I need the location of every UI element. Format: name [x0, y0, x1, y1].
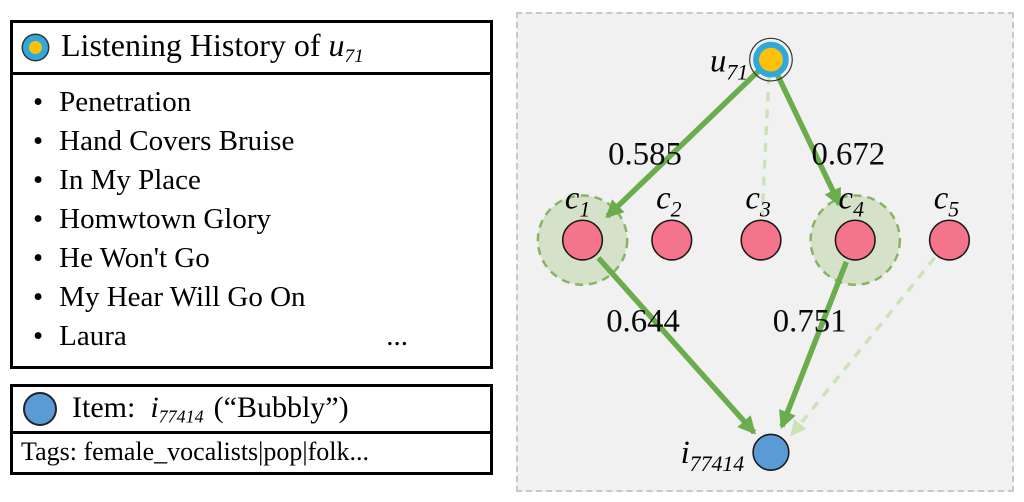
- item-symbol: i: [150, 390, 159, 424]
- edge-c1-i77414: [596, 256, 757, 435]
- item-info-box: Item: i77414 (“Bubbly”) Tags: female_voca…: [10, 383, 493, 476]
- item-node-label: i77414: [681, 435, 745, 476]
- song-title: Hand Covers Bruise: [59, 124, 295, 157]
- edge-weight-u71-c4: 0.672: [811, 137, 885, 173]
- song-title: In My Place: [59, 163, 201, 196]
- list-item: In My Place: [25, 161, 478, 200]
- concept-graph: 0.585 0.672 0.644 0.751 u71 c1 c2 c3 c4 …: [536, 37, 971, 476]
- item-header: Item: i77414 (“Bubbly”): [13, 387, 490, 435]
- edge-c4-i77414: [779, 260, 849, 430]
- list-ellipsis: ...: [386, 319, 408, 352]
- list-item: Homwtown Glory: [25, 200, 478, 239]
- concept-node-c4: [834, 219, 876, 261]
- user-node-outline: [749, 37, 793, 82]
- concept-graph-panel: 0.585 0.672 0.644 0.751 u71 c1 c2 c3 c4 …: [516, 12, 1014, 492]
- edge-weight-c1-i77414: 0.644: [606, 303, 680, 339]
- concept-label-c1: c1: [565, 180, 590, 221]
- listening-history-title: Listening History of u71: [61, 27, 364, 68]
- item-subscript: 77414: [158, 406, 204, 427]
- concept-node-c3: [740, 219, 782, 261]
- listening-history-header: Listening History of u71: [13, 23, 490, 75]
- edge-weight-c4-i77414: 0.751: [773, 303, 847, 339]
- edge-u71-c3: [760, 75, 771, 217]
- concept-label-c4: c4: [839, 180, 865, 221]
- item-label: Item: i77414 (“Bubbly”): [72, 391, 349, 427]
- user-symbol: u: [328, 27, 345, 63]
- concept-node-c1: [561, 219, 604, 261]
- concept-node-c5: [928, 219, 971, 261]
- item-node-i77414: [752, 433, 790, 471]
- listening-history-list: Penetration Hand Covers Bruise In My Pla…: [13, 75, 490, 366]
- tags-value: female_vocalists|pop|folk...: [83, 437, 369, 467]
- song-title: Homwtown Glory: [59, 202, 272, 235]
- concept-node-c2: [651, 219, 693, 261]
- list-item: Penetration: [25, 83, 478, 122]
- tags-label: Tags:: [21, 437, 77, 467]
- song-title: He Won't Go: [59, 241, 210, 274]
- list-item: My Hear Will Go On: [25, 278, 478, 317]
- edge-u71-c4: [773, 70, 842, 207]
- edge-c5-i77414: [790, 256, 936, 437]
- user-node-u71: [753, 41, 789, 78]
- concept-label-c2: c2: [656, 180, 682, 221]
- item-title: (“Bubbly”): [213, 390, 349, 424]
- list-item: Hand Covers Bruise: [25, 122, 478, 161]
- title-prefix: Listening History of: [61, 27, 329, 63]
- song-title: Laura: [59, 319, 127, 352]
- list-item: He Won't Go: [25, 239, 478, 278]
- edge-u71-c1: [605, 68, 761, 219]
- song-title: My Hear Will Go On: [59, 280, 306, 313]
- item-tags-row: Tags: female_vocalists|pop|folk...: [13, 434, 490, 472]
- edge-weight-u71-c1: 0.585: [608, 137, 682, 173]
- info-column: Listening History of u71 Penetration Han…: [10, 20, 493, 476]
- list-item: Laura...: [25, 317, 478, 356]
- concept-label-c5: c5: [934, 180, 960, 221]
- listening-history-box: Listening History of u71 Penetration Han…: [10, 20, 493, 369]
- item-label-text: Item:: [72, 390, 136, 424]
- concept-label-c3: c3: [745, 180, 771, 221]
- user-node-icon: [23, 34, 48, 60]
- user-node-label: u71: [710, 44, 748, 85]
- song-title: Penetration: [59, 85, 192, 118]
- item-node-icon: [23, 392, 57, 427]
- user-subscript: 71: [344, 45, 364, 67]
